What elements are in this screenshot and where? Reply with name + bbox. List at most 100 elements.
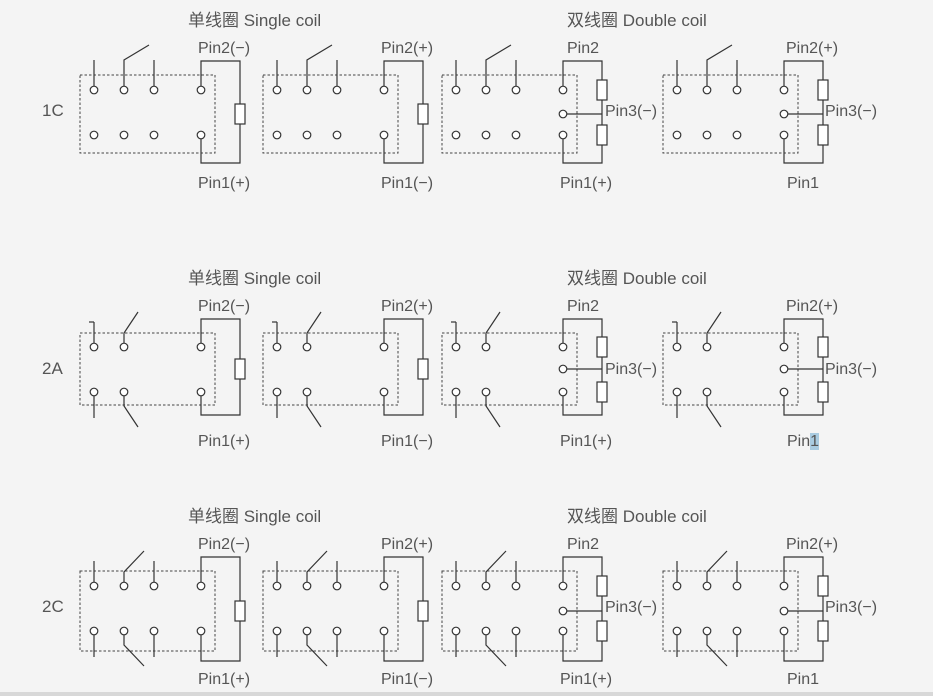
pin-terminal — [732, 626, 742, 636]
pin-terminal — [149, 626, 159, 636]
pin-terminal — [779, 626, 789, 636]
coil-wire — [562, 60, 603, 86]
pin-label: Pin1(+) — [198, 433, 251, 450]
switch-arm — [123, 396, 139, 428]
pin-terminal — [732, 85, 742, 95]
pin-terminal — [119, 130, 129, 140]
coil-wire — [200, 556, 241, 601]
pin-terminal — [672, 387, 682, 397]
pin-terminal — [272, 85, 282, 95]
pin-label: Pin1 — [787, 671, 820, 688]
pin-terminal — [702, 130, 712, 140]
pin-terminal — [702, 85, 712, 95]
coil-wire — [200, 318, 241, 359]
divider — [0, 692, 933, 696]
pin-label: Pin2(−) — [198, 536, 251, 553]
switch-arm — [706, 550, 728, 582]
coil-wire — [200, 621, 241, 662]
pin-terminal — [379, 626, 389, 636]
header-single-coil: 单线圈 Single coil — [188, 269, 322, 288]
coil-wire — [783, 635, 824, 662]
pin-label: Pin1(+) — [560, 433, 613, 450]
relay-outline — [262, 74, 399, 154]
switch-arm — [706, 396, 722, 428]
coil-wire — [783, 318, 824, 343]
coil-resistor — [417, 600, 429, 622]
row-label-1c: 1C — [42, 101, 64, 120]
pin-terminal — [119, 581, 129, 591]
pin-terminal — [481, 581, 491, 591]
coil-resistor — [817, 79, 829, 101]
relay-outline — [79, 74, 216, 154]
pin-label: Pin2(+) — [786, 536, 839, 553]
coil-wire — [383, 379, 424, 416]
pin-terminal — [672, 342, 682, 352]
pin-terminal — [451, 342, 461, 352]
switch-arm — [485, 396, 501, 428]
pin-label: Pin1 — [787, 433, 820, 450]
pin-terminal — [672, 581, 682, 591]
pin-terminal — [119, 85, 129, 95]
pin-terminal — [302, 130, 312, 140]
coil-wire — [562, 396, 603, 416]
coil-resistor — [817, 124, 829, 146]
pin-terminal — [702, 581, 712, 591]
pin-label: Pin1(−) — [381, 433, 434, 450]
coil-resistor — [234, 103, 246, 125]
relay-outline — [441, 74, 578, 154]
coil-wire — [383, 60, 424, 104]
coil-resistor — [596, 124, 608, 146]
pin-terminal — [558, 342, 568, 352]
pin-terminal — [196, 130, 206, 140]
pin-terminal — [558, 364, 568, 374]
pin-terminal — [779, 130, 789, 140]
pin-terminal — [511, 85, 521, 95]
relay-outline — [262, 332, 399, 406]
row-label-2a: 2A — [42, 359, 63, 378]
coil-resistor — [417, 358, 429, 380]
pin-terminal — [332, 581, 342, 591]
pin-label: Pin2(+) — [381, 40, 434, 57]
pin-terminal — [558, 626, 568, 636]
pin-terminal — [481, 342, 491, 352]
pin-terminal — [119, 626, 129, 636]
pin-terminal — [302, 581, 312, 591]
pin-terminal — [732, 581, 742, 591]
pin-label: Pin2(−) — [198, 298, 251, 315]
pin-terminal — [302, 342, 312, 352]
switch-arm — [706, 44, 733, 65]
coil-resistor — [817, 381, 829, 403]
coil-wire — [383, 556, 424, 601]
pin-terminal — [149, 581, 159, 591]
pin-terminal — [558, 109, 568, 119]
relay-outline — [441, 332, 578, 406]
relay-outline — [662, 332, 799, 406]
coil-wire — [200, 124, 241, 164]
pin-label: Pin2 — [567, 536, 600, 553]
switch-arm — [485, 44, 512, 65]
pin-label: Pin3(−) — [825, 103, 878, 120]
switch-arm — [123, 635, 145, 667]
pin-terminal — [196, 581, 206, 591]
pin-terminal — [272, 342, 282, 352]
switch-arm — [123, 44, 150, 65]
pin-terminal — [302, 387, 312, 397]
coil-resistor — [596, 79, 608, 101]
coil-wire — [562, 556, 603, 582]
coil-resistor — [596, 620, 608, 642]
pin-terminal — [511, 626, 521, 636]
pin-terminal — [481, 387, 491, 397]
pin-terminal — [379, 85, 389, 95]
pin-terminal — [89, 581, 99, 591]
pin-label: Pin3(−) — [825, 599, 878, 616]
pin-terminal — [379, 130, 389, 140]
pin-terminal — [302, 85, 312, 95]
header-single-coil: 单线圈 Single coil — [188, 507, 322, 526]
coil-resistor — [817, 575, 829, 597]
pin-terminal — [451, 130, 461, 140]
pin-terminal — [196, 85, 206, 95]
pin-terminal — [672, 85, 682, 95]
header-single-coil: 单线圈 Single coil — [188, 11, 322, 30]
pin-terminal — [779, 606, 789, 616]
header-double-coil: 双线圈 Double coil — [567, 507, 707, 526]
